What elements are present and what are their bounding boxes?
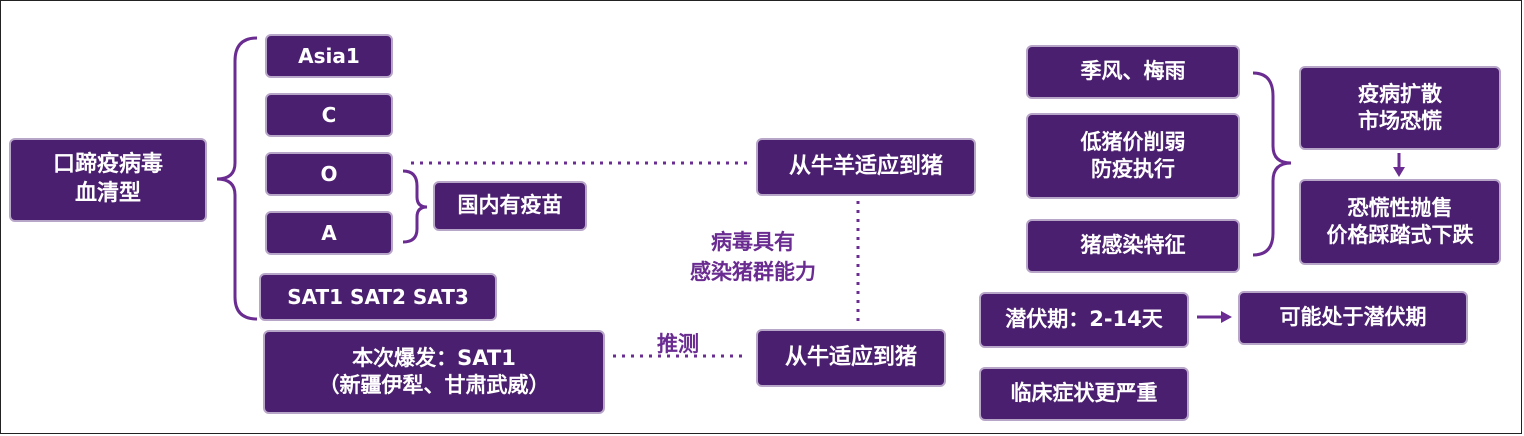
root-box: 口蹄疫病毒 血清型: [9, 138, 207, 222]
clinical-box: 临床症状更严重: [979, 367, 1189, 421]
vaccine-brace: [402, 169, 428, 244]
serotype-c: C: [265, 93, 393, 137]
infer-label: 推测: [657, 332, 699, 356]
spread-box: 疫病扩散 市场恐慌: [1299, 66, 1501, 150]
vaccine-box: 国内有疫苗: [433, 181, 587, 231]
serotype-o: O: [265, 152, 393, 196]
serotype-sat: SAT1 SAT2 SAT3: [259, 273, 497, 321]
serotype-a: A: [265, 211, 393, 255]
arrow-spread-to-panic-head: [1393, 167, 1405, 177]
maybe-incubation-box: 可能处于潜伏期: [1238, 291, 1468, 345]
virus-ability-label: 病毒具有 感染猪群能力: [690, 230, 816, 285]
outbreak-box: 本次爆发：SAT1 （新疆伊犁、甘肃武威）: [263, 330, 605, 414]
cattle-to-pig-box: 从牛适应到猪: [756, 329, 946, 387]
factor-monsoon: 季风、梅雨: [1026, 45, 1240, 99]
serotype-bracket: [216, 36, 258, 321]
serotype-asia1: Asia1: [265, 34, 393, 78]
sheep-to-pig-box: 从牛羊适应到猪: [756, 138, 976, 196]
factor-low-price: 低猪价削弱 防疫执行: [1026, 113, 1240, 199]
arrow-incubation-to-maybe-head: [1221, 311, 1232, 323]
factors-brace: [1252, 71, 1292, 257]
panic-sell-box: 恐慌性抛售 价格踩踏式下跌: [1299, 179, 1501, 265]
incubation-box: 潜伏期：2-14天: [979, 292, 1189, 348]
factor-pig-infection: 猪感染特征: [1026, 219, 1240, 273]
